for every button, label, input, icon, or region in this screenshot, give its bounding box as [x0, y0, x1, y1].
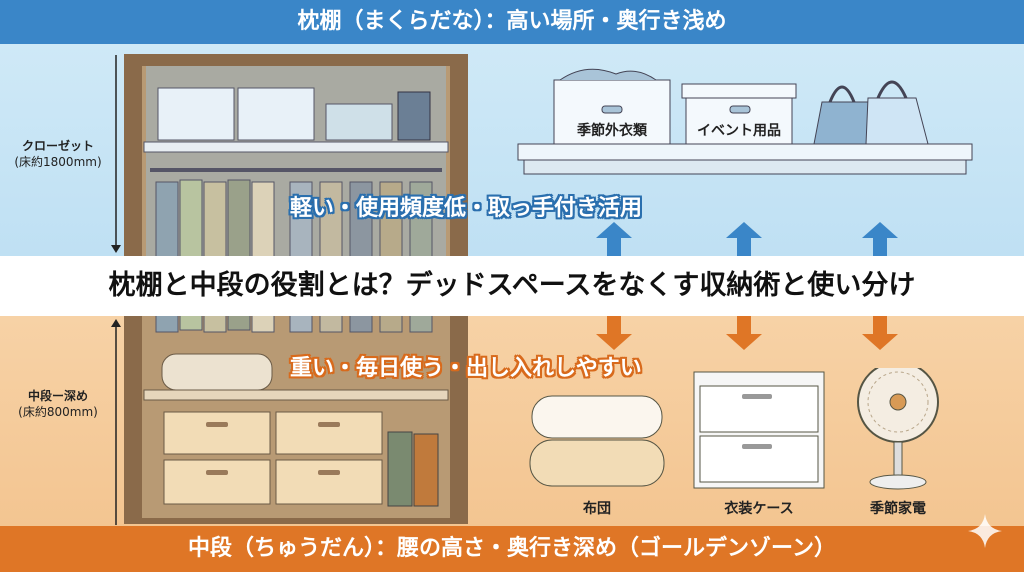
item-label-seasonal-clothes: 季節外衣類	[577, 123, 647, 139]
upper-slogan: 軽い・使用頻度低・取っ手付き活用	[290, 196, 643, 221]
sparkle-icon	[968, 514, 1002, 548]
closet-label: クローゼット	[21, 139, 94, 153]
lower-slogan: 重い・毎日使う・出し入れしやすい	[290, 356, 642, 381]
item-label-clothes-case: 衣装ケース	[724, 501, 794, 517]
middle-height-label: 中段ー深め (床約800mm)	[4, 388, 112, 420]
middle-height: (床約800mm)	[18, 405, 98, 419]
upper-shelf	[517, 68, 973, 175]
top-banner: 枕棚（まくらだな）：高い場所・奥行き浅め	[0, 0, 1024, 44]
height-arrows	[111, 55, 121, 525]
item-label-event-goods: イベント用品	[697, 123, 781, 139]
down-arrows	[596, 316, 898, 350]
lower-items	[529, 368, 939, 490]
item-label-seasonal-appliance: 季節家電	[870, 501, 926, 517]
middle-label: 中段ー深め	[27, 389, 88, 403]
closet-height: (床約1800mm)	[14, 155, 102, 169]
closet-height-label: クローゼット (床約1800mm)	[4, 138, 112, 170]
bottom-banner: 中段（ちゅうだん）：腰の高さ・奥行き深め（ゴールデンゾーン）	[0, 526, 1024, 572]
page-title: 枕棚と中段の役割とは？デッドスペースをなくす収納術と使い分け	[0, 256, 1024, 316]
up-arrows	[596, 222, 898, 256]
item-label-futon: 布団	[583, 501, 611, 517]
